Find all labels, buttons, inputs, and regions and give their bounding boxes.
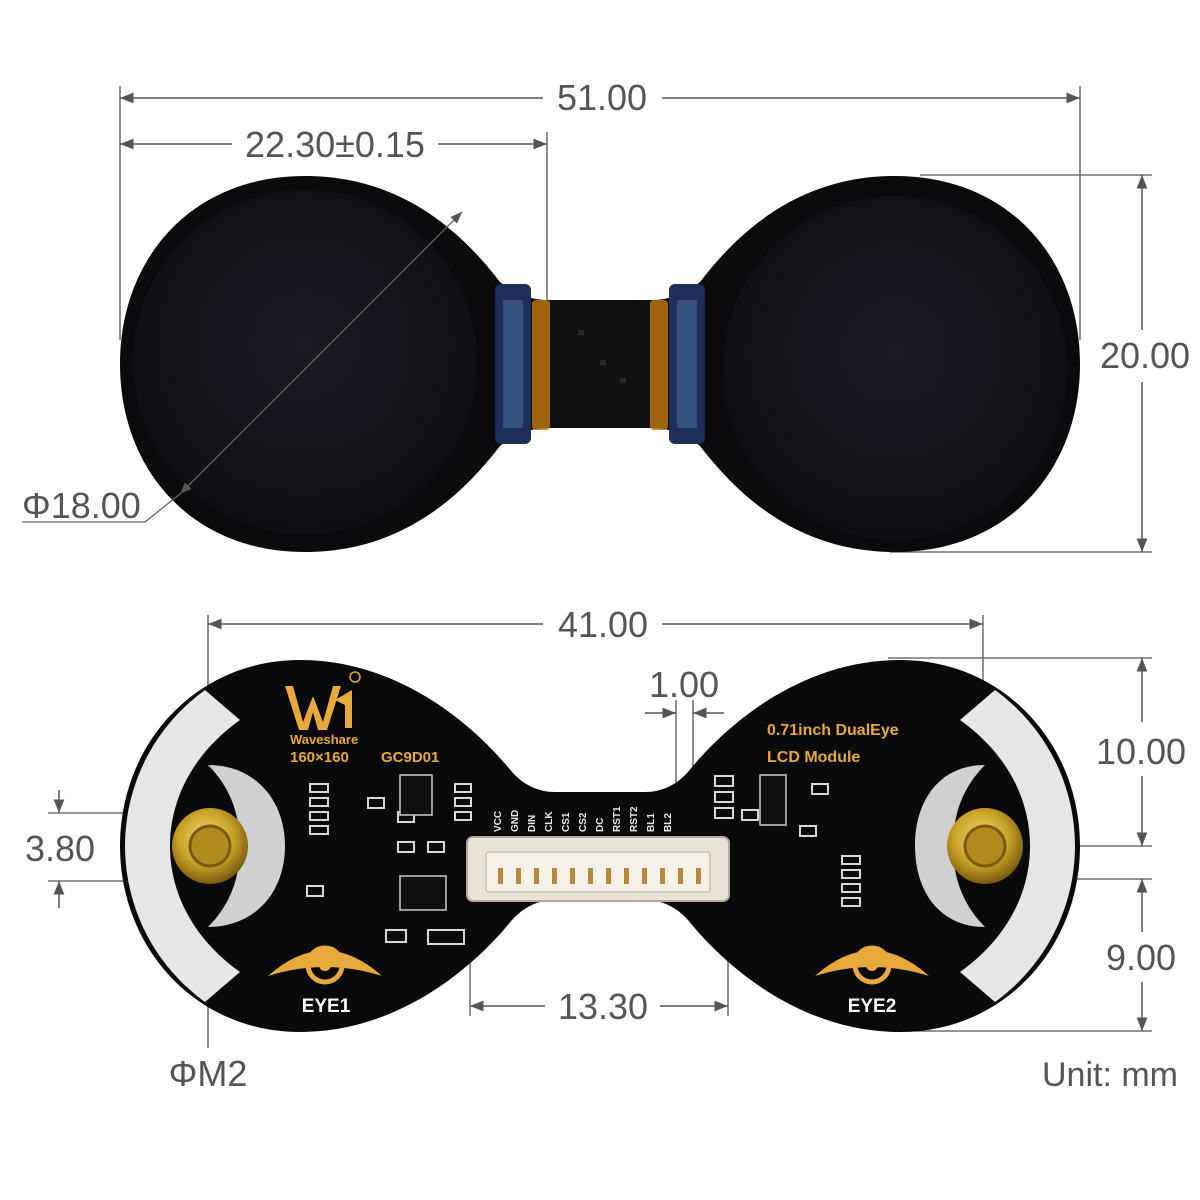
- dim-height: 20.00: [1100, 335, 1190, 376]
- connector-pin: [588, 868, 593, 884]
- top-view: 51.00 22.30±0.15 20.00 Φ18.00: [22, 77, 1190, 553]
- dim-overall-width: 51.00: [557, 77, 647, 118]
- resolution-label: 160×160: [290, 749, 349, 766]
- connector-pin: [696, 868, 701, 884]
- pin-label-gnd: GND: [510, 810, 521, 832]
- module-title-line1: 0.71inch DualEye: [767, 722, 899, 739]
- fpc-connector-left-body: [503, 300, 523, 428]
- unit-label: Unit: mm: [1042, 1056, 1178, 1094]
- fpc-tape-right: [650, 300, 668, 430]
- connector-pin: [606, 868, 611, 884]
- eye-icon-right: [815, 945, 929, 985]
- connector-pin: [642, 868, 647, 884]
- dim-hole-label: ΦM2: [169, 1053, 248, 1094]
- fpc-connector-right-body: [677, 300, 697, 428]
- waveshare-logo-icon: [285, 671, 361, 730]
- module-title-line2: LCD Module: [767, 749, 860, 766]
- dim-hole-offset: 3.80: [25, 828, 95, 869]
- connector-pin: [552, 868, 557, 884]
- pin-label-cs1: CS1: [561, 812, 572, 832]
- dim-hole-spacing: 41.00: [558, 604, 648, 645]
- pin-label-bl2: BL2: [663, 813, 674, 832]
- connector-pin: [516, 868, 521, 884]
- mounting-hole-right-inner: [963, 824, 1007, 868]
- dim-diameter: Φ18.00: [22, 485, 141, 526]
- dim-connector-width: 13.30: [558, 986, 648, 1027]
- connector-pin: [624, 868, 629, 884]
- pin-label-dc: DC: [595, 818, 606, 832]
- pin-label-cs2: CS2: [578, 812, 589, 832]
- eye-icon-left: [268, 945, 382, 985]
- pin-label-clk: CLK: [544, 811, 555, 832]
- connector-pin: [534, 868, 539, 884]
- ic-chip: [399, 774, 433, 816]
- pin-label-rst1: RST1: [612, 806, 623, 832]
- connector-pin: [678, 868, 683, 884]
- via: [578, 330, 584, 335]
- connector-pin: [660, 868, 665, 884]
- dim-first-width: 22.30±0.15: [245, 124, 425, 165]
- ic-chip: [399, 875, 447, 911]
- lcd-screen-right: [723, 196, 1067, 540]
- pin-labels: VCC GND DIN CLK CS1 CS2 DC RST1 RST2 BL1 BL2: [493, 806, 674, 832]
- eye-right-label: EYE2: [848, 996, 897, 1017]
- pin-label-bl1: BL1: [646, 813, 657, 832]
- dim-pin-pitch: 1.00: [649, 664, 719, 705]
- fpc-tape-left: [532, 300, 550, 430]
- driver-label: GC9D01: [381, 749, 439, 766]
- connector-pins: [498, 868, 701, 884]
- dim-upper-height: 10.00: [1096, 731, 1186, 772]
- ic-chip: [759, 774, 787, 826]
- pin-label-rst2: RST2: [629, 806, 640, 832]
- via: [600, 360, 606, 365]
- connector-pin: [570, 868, 575, 884]
- connector-slot: [485, 851, 711, 893]
- connector-pin: [498, 868, 503, 884]
- leader-line: [144, 493, 181, 523]
- brand-label: Waveshare: [290, 732, 358, 747]
- eye-left-label: EYE1: [302, 996, 351, 1017]
- diameter-line: [179, 211, 463, 495]
- mounting-hole-left-inner: [188, 824, 232, 868]
- bottom-view: Waveshare 160×160 GC9D01 0.71inch DualEy…: [25, 604, 1186, 1094]
- dim-lower-height: 9.00: [1106, 937, 1176, 978]
- pin-label-vcc: VCC: [493, 811, 504, 832]
- silkscreen-crescent-right: [960, 690, 1075, 1002]
- lcd-screen-left: [133, 190, 477, 534]
- pin-label-din: DIN: [527, 815, 538, 832]
- via: [620, 378, 626, 383]
- silkscreen-crescent-left: [125, 690, 240, 1002]
